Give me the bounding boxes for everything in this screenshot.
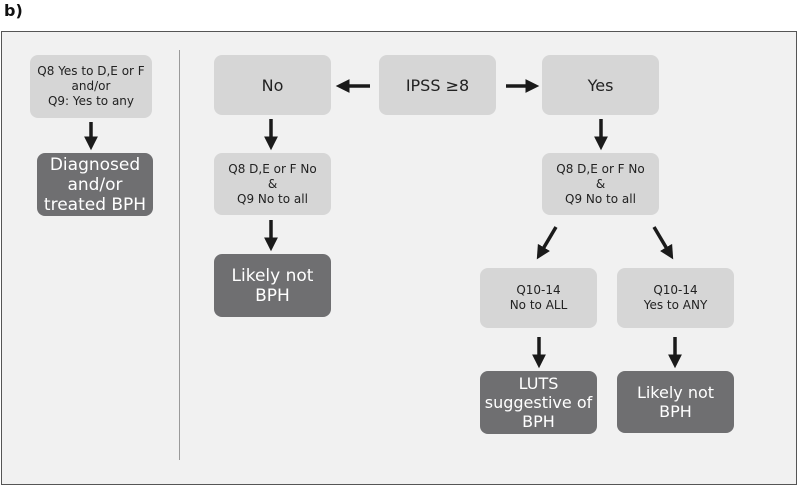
no-box: No [214,55,331,115]
no-branch-likely-not-bph-box: Likely not BPH [214,254,331,317]
luts-suggestive-box: LUTS suggestive of BPH [480,371,597,434]
ipss-box: IPSS ≥8 [379,55,496,115]
q10-14-no-to-all-box: Q10-14 No to ALL [480,268,597,328]
arrow-diag-right [652,226,674,260]
section-divider [179,50,180,460]
yes-any-likely-not-bph-box: Likely not BPH [617,371,734,433]
yes-box: Yes [542,55,659,115]
panel-label: b) [4,1,23,20]
diagnosed-treated-bph-box: Diagnosed and/or treated BPH [37,153,153,216]
q10-14-yes-to-any-box: Q10-14 Yes to ANY [617,268,734,328]
no-branch-q8-q9-box: Q8 D,E or F No & Q9 No to all [214,153,331,215]
left-condition-box: Q8 Yes to D,E or F and/or Q9: Yes to any [30,55,152,118]
yes-branch-q8-q9-box: Q8 D,E or F No & Q9 No to all [542,153,659,215]
arrow-diag-left [536,226,558,260]
